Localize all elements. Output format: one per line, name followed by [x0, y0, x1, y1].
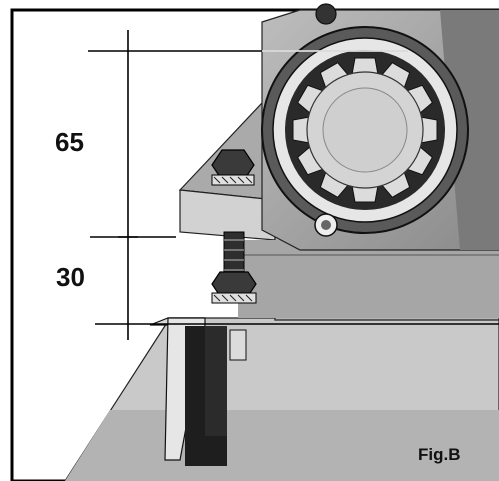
- dimension-65-label: 65: [55, 127, 84, 157]
- figure-caption: Fig.B: [418, 445, 461, 464]
- plate-gap: [238, 240, 499, 318]
- sprocket-gear-icon: [261, 26, 469, 234]
- threaded-stud: [223, 231, 245, 281]
- hex-nut-icon: [211, 149, 255, 186]
- bolt-icon: [314, 3, 338, 237]
- bracket-web: [205, 326, 227, 436]
- stud-end: [229, 329, 247, 361]
- gear-housing-shade: [440, 10, 499, 250]
- lower-hex-nut-icon: [211, 271, 257, 304]
- dimension-30-label: 30: [56, 262, 85, 292]
